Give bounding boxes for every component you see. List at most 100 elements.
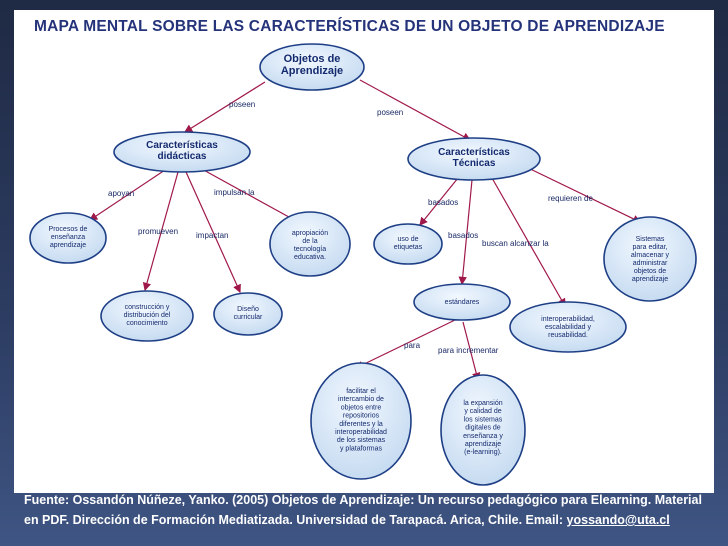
- node-label-line: enseñanza: [51, 234, 85, 241]
- link-label-requieren: requieren de: [548, 194, 593, 203]
- edge-estandares-expansion: [462, 321, 481, 382]
- node-label-line: y calidad de: [464, 408, 501, 415]
- link-label-basados-1: basados: [428, 198, 458, 207]
- link-label-impactan: impactan: [196, 231, 228, 240]
- node-label-line: apropiación: [292, 230, 328, 237]
- node-apropiacion: [269, 211, 351, 277]
- edge-didacticas-diseno: [185, 171, 241, 294]
- node-construccion: [100, 290, 194, 342]
- node-label-line: de la: [302, 238, 317, 245]
- node-label-line: reusabilidad.: [548, 332, 588, 339]
- node-label-line: intercambio de: [338, 396, 384, 403]
- edge-estandares-facilitar: [354, 319, 456, 369]
- node-label-line: administrar: [633, 260, 668, 267]
- footer-fuente-label: Fuente:: [24, 493, 73, 507]
- edge-didacticas-construccion: [142, 171, 179, 292]
- node-facilitar: [310, 362, 412, 480]
- node-label-line: etiquetas: [394, 244, 423, 251]
- node-label-line: facilitar el: [346, 388, 376, 395]
- node-label-estandares: estándares: [445, 299, 480, 306]
- node-label-line: Diseño: [237, 306, 259, 313]
- edge-tecnicas-estandares: [458, 179, 473, 286]
- node-label-line: repositorios: [343, 413, 380, 420]
- link-label-para: para: [404, 341, 421, 350]
- node-label-line: Sistemas: [636, 236, 665, 243]
- node-label-line: almacenar y: [631, 252, 670, 259]
- node-label-line: de los sistemas: [337, 437, 386, 444]
- node-label-line: tecnología: [294, 246, 326, 253]
- node-label-line: Procesos de: [49, 226, 88, 233]
- node-caracteristicas-didacticas: [113, 131, 251, 173]
- edge-root-tecnicas: [359, 79, 472, 141]
- link-label-poseen-right: poseen: [377, 108, 403, 117]
- footer-rest: : Un recurso pedagógico para Elearning. …: [24, 493, 702, 527]
- footer-email-link[interactable]: yossando@uta.cl: [566, 513, 670, 527]
- node-label-line: objetos de: [634, 268, 666, 275]
- node-label-line: escalabilidad y: [545, 324, 591, 331]
- node-label-line: aprendizaje: [465, 441, 501, 448]
- node-label-line: Técnicas: [453, 158, 496, 169]
- link-label-para-incrementar: para incrementar: [438, 346, 499, 355]
- node-label-line: estándares: [445, 299, 480, 306]
- node-label-line: Aprendizaje: [281, 65, 343, 77]
- node-label-line: diferentes y la: [339, 421, 383, 428]
- node-label-line: interoperabilidad,: [541, 316, 595, 323]
- node-label-line: interoperabilidad: [335, 429, 387, 436]
- node-label-line: construcción y: [125, 304, 170, 311]
- footer-work-title: Objetos de Aprendizaje: [271, 493, 411, 507]
- edge-root-didacticas: [183, 81, 266, 133]
- link-label-buscan: buscan alcanzar la: [482, 239, 549, 248]
- page-title: MAPA MENTAL SOBRE LAS CARACTERÍSTICAS DE…: [34, 18, 665, 35]
- link-label-poseen-left: poseen: [229, 100, 255, 109]
- node-label-line: los sistemas: [464, 416, 503, 423]
- link-label-apoyan: apoyan: [108, 189, 134, 198]
- node-expansion: [440, 374, 526, 486]
- node-caracteristicas-tecnicas: [407, 137, 541, 181]
- link-label-promueven: promueven: [138, 227, 178, 236]
- node-label-line: distribución del: [124, 312, 171, 319]
- edge-tecnicas-sistemas: [521, 164, 642, 223]
- node-label-line: uso de: [397, 236, 418, 243]
- node-label-line: aprendizaje: [50, 242, 86, 249]
- node-label-line: objetos entre: [341, 404, 382, 411]
- node-estandares: [413, 283, 511, 321]
- node-label-line: la expansión: [463, 400, 502, 407]
- node-etiquetas: [373, 223, 443, 265]
- footer-email-label: Email:: [525, 513, 567, 527]
- node-label-line: aprendizaje: [632, 276, 668, 283]
- source-footer: Fuente: Ossandón Núñeze, Yanko. (2005) O…: [24, 490, 714, 530]
- node-label-line: enseñanza y: [463, 433, 503, 440]
- node-sistemas: [603, 216, 697, 302]
- node-label-line: Objetos de: [284, 53, 341, 65]
- edge-tecnicas-interoperabilidad: [491, 177, 566, 308]
- footer-author: Ossandón Núñeze, Yanko. (2005): [72, 493, 269, 507]
- node-objetos-de-aprendizaje: [259, 43, 365, 91]
- node-label-line: Características: [438, 147, 510, 158]
- edge-tecnicas-etiquetas: [419, 177, 459, 226]
- node-label-line: (e-learning).: [464, 449, 502, 456]
- link-label-basados-2: basados: [448, 231, 478, 240]
- node-label-line: curricular: [234, 314, 263, 321]
- node-label-line: Características: [146, 140, 218, 151]
- node-label-line: conocimiento: [126, 320, 167, 327]
- node-label-line: educativa.: [294, 254, 326, 261]
- node-procesos: [29, 212, 107, 264]
- link-label-impulsan: impulsan la: [214, 188, 255, 197]
- node-label-line: digitales de: [465, 425, 501, 432]
- edge-didacticas-procesos: [89, 169, 166, 221]
- node-label-line: didácticas: [158, 151, 207, 162]
- edge-didacticas-apropiacion: [199, 167, 300, 223]
